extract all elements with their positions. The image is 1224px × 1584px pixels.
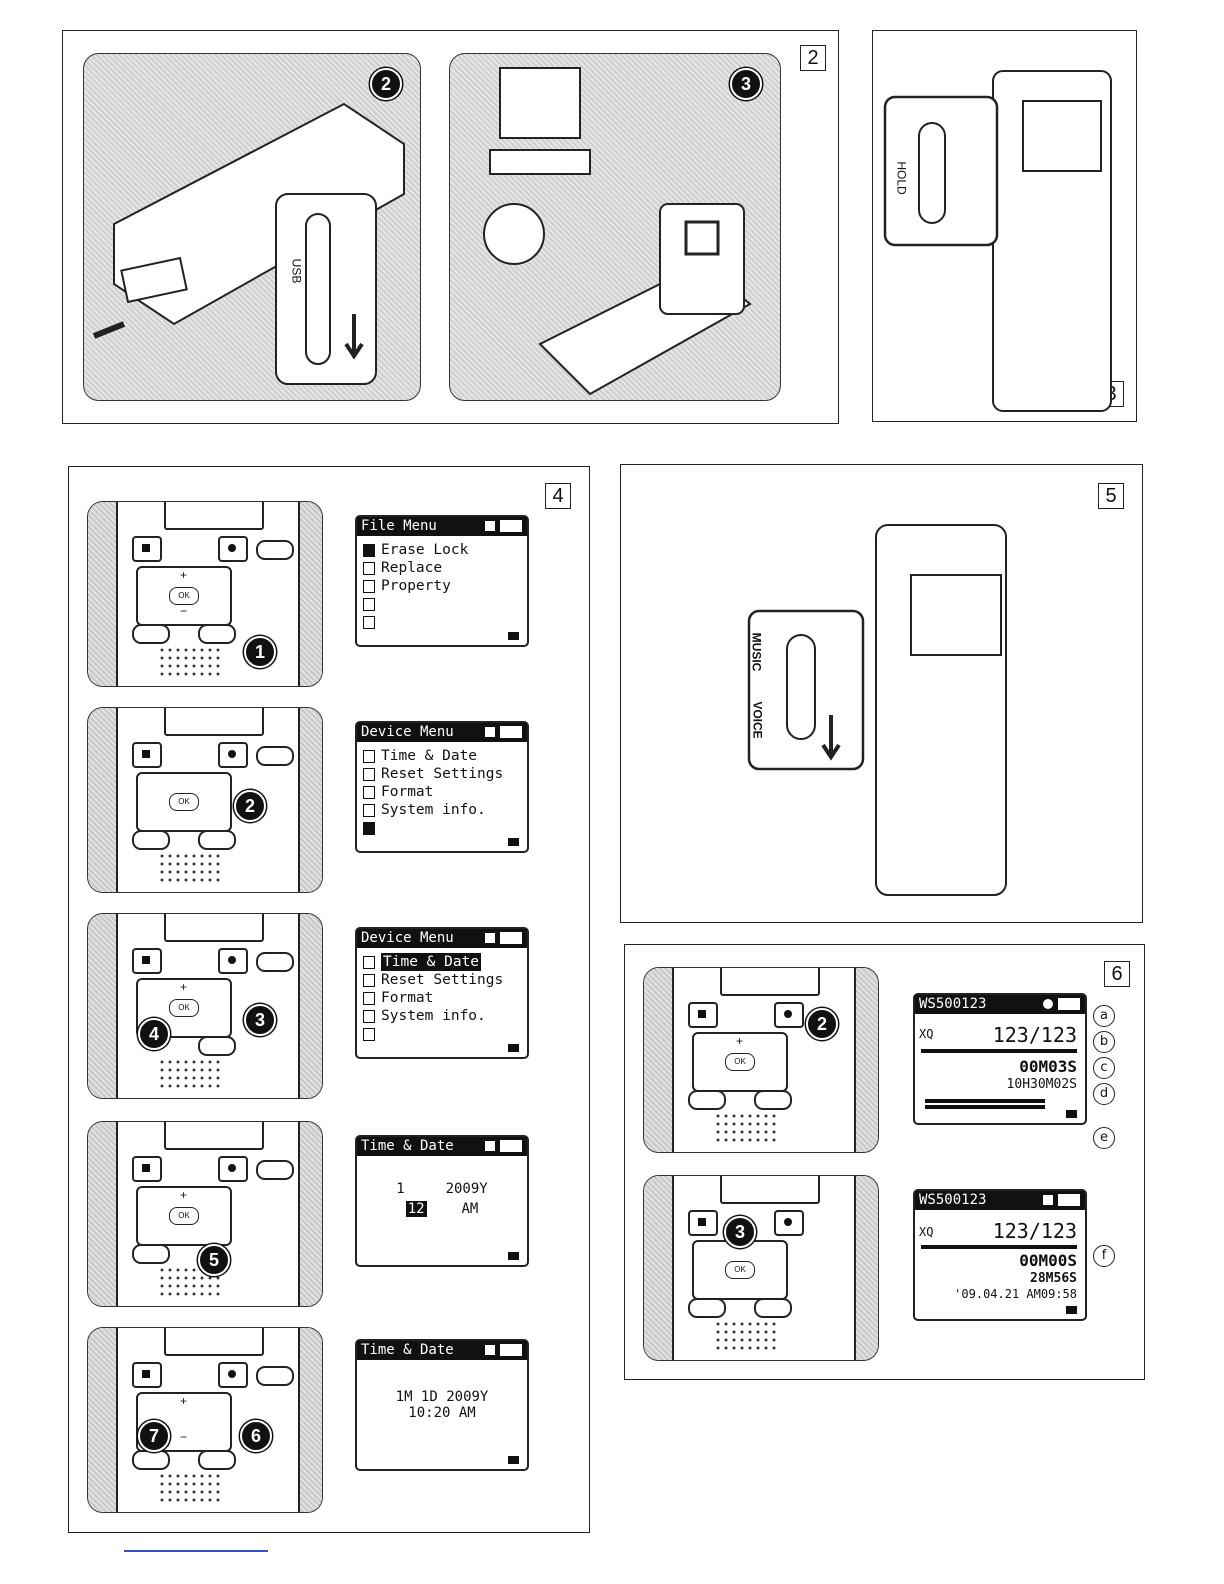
menu-item: Format (381, 990, 434, 1006)
device-step-1: +OK− 1 (87, 501, 323, 687)
remaining-time: 10H30M02S (1006, 1077, 1077, 1092)
elapsed-time: 00M03S (1019, 1057, 1077, 1076)
device-step-6-7: +− 7 6 (87, 1327, 323, 1513)
callout: a (1093, 1005, 1115, 1027)
file-name: WS500123 (919, 1192, 987, 1208)
step-2-badge: 2 (370, 68, 402, 100)
device-step-2: OK 2 (87, 707, 323, 893)
device-step-3: +OK 4 3 (87, 913, 323, 1099)
hold-label: HOLD (894, 161, 909, 195)
file-name: WS500123 (919, 996, 987, 1012)
screen-title: Time & Date (361, 1342, 454, 1358)
screen-title: Device Menu (361, 724, 454, 740)
field-left: 1 (396, 1181, 405, 1197)
file-count: 123/123 (992, 1023, 1077, 1047)
usb-slider-label: USB (289, 258, 304, 284)
panel-5: 5 MUSIC VOICE (620, 464, 1143, 923)
lcd-time-date-edit: Time & Date 1 2009Y 12 AM (355, 1135, 529, 1267)
menu-item: System info. (381, 802, 486, 818)
folder-icon (508, 1456, 519, 1464)
menu-item: Time & Date (381, 748, 478, 764)
step-7-badge: 7 (138, 1420, 170, 1452)
panel-number: 6 (1104, 961, 1130, 987)
screen-title: Time & Date (361, 1138, 454, 1154)
menu-item: Property (381, 578, 451, 594)
elapsed-time: 00M00S (1019, 1251, 1077, 1270)
device-record: +OK 2 (643, 967, 879, 1153)
menu-item-selected: Time & Date (381, 953, 482, 971)
rec-mode: XQ (919, 1027, 934, 1041)
step-1-badge: 1 (244, 636, 276, 668)
date-stamp: '09.04.21 AM09:58 (954, 1287, 1077, 1301)
lcd-file-menu: File Menu Erase Lock Replace Property (355, 515, 529, 647)
field-month-blinking: 12 (405, 1201, 427, 1217)
panel-2: 2 USB 2 3 (62, 30, 839, 424)
step-6-badge: 6 (240, 1420, 272, 1452)
folder-icon (508, 838, 519, 846)
lcd-time-date-final: Time & Date 1M 1D 2009Y 10:20 AM (355, 1339, 529, 1471)
step-5-badge: 5 (198, 1244, 230, 1276)
lcd-stopped: WS500123 XQ 123/123 00M00S 28M56S '09.04… (913, 1189, 1087, 1321)
recorder-hold-drawing (883, 70, 1112, 412)
panel-6: 6 +OK 2 WS500123 XQ 123/123 00M03S 10H30… (624, 944, 1145, 1380)
file-length: 28M56S (1030, 1271, 1077, 1286)
field-year: 2009Y (445, 1181, 488, 1197)
menu-item: Erase Lock (381, 542, 469, 558)
callout: d (1093, 1083, 1115, 1105)
step-3-badge: 3 (244, 1004, 276, 1036)
menu-item: Reset Settings (381, 972, 504, 988)
lcd-recording: WS500123 XQ 123/123 00M03S 10H30M02S (913, 993, 1087, 1125)
callout: c (1093, 1057, 1115, 1079)
screen-title: Device Menu (361, 930, 454, 946)
step-3-badge: 3 (730, 68, 762, 100)
rec-mode: XQ (919, 1225, 934, 1239)
usb-extend-illustration: USB 2 (83, 53, 421, 401)
folder-icon (508, 632, 519, 640)
step-4-badge: 4 (138, 1018, 170, 1050)
step-3-badge: 3 (724, 1216, 756, 1248)
menu-item: Reset Settings (381, 766, 504, 782)
panel-4: 4 +OK− 1 File Menu Erase Lock Replace Pr… (68, 466, 590, 1533)
folder-icon (1066, 1306, 1077, 1314)
menu-item: Replace (381, 560, 443, 576)
step-2-badge: 2 (806, 1008, 838, 1040)
callout: f (1093, 1245, 1115, 1267)
step-2-badge: 2 (234, 790, 266, 822)
voice-label: VOICE (750, 701, 765, 739)
field-ampm: AM (461, 1201, 479, 1217)
music-label: MUSIC (749, 632, 764, 672)
device-step-5: +OK 5 (87, 1121, 323, 1307)
panel-number: 5 (1098, 483, 1124, 509)
menu-item: Format (381, 784, 434, 800)
lcd-device-menu: Device Menu Time & Date Reset Settings F… (355, 721, 529, 853)
recorder-usb-drawing (92, 102, 405, 385)
screen-title: File Menu (361, 518, 437, 534)
pc-usb-drawing (483, 67, 752, 396)
pc-connect-illustration: 3 (449, 53, 781, 401)
folder-icon (508, 1252, 519, 1260)
date-line: 1M 1D 2009Y (395, 1389, 489, 1405)
callout: b (1093, 1031, 1115, 1053)
panel-3: 3 HOLD (872, 30, 1137, 422)
recorder-switch-drawing (747, 524, 1007, 896)
folder-icon (1066, 1110, 1077, 1118)
panel-number: 2 (800, 45, 826, 71)
file-count: 123/123 (992, 1219, 1077, 1243)
panel-number: 4 (545, 483, 571, 509)
device-stop: OK 3 (643, 1175, 879, 1361)
callout-list: a b c d e (1093, 1005, 1115, 1149)
folder-icon (508, 1044, 519, 1052)
menu-item: System info. (381, 1008, 486, 1024)
time-line: 10:20 AM (408, 1405, 476, 1421)
callout: e (1093, 1127, 1115, 1149)
lcd-device-menu-selected: Device Menu Time & Date Reset Settings F… (355, 927, 529, 1059)
footer-rule (124, 1550, 268, 1552)
